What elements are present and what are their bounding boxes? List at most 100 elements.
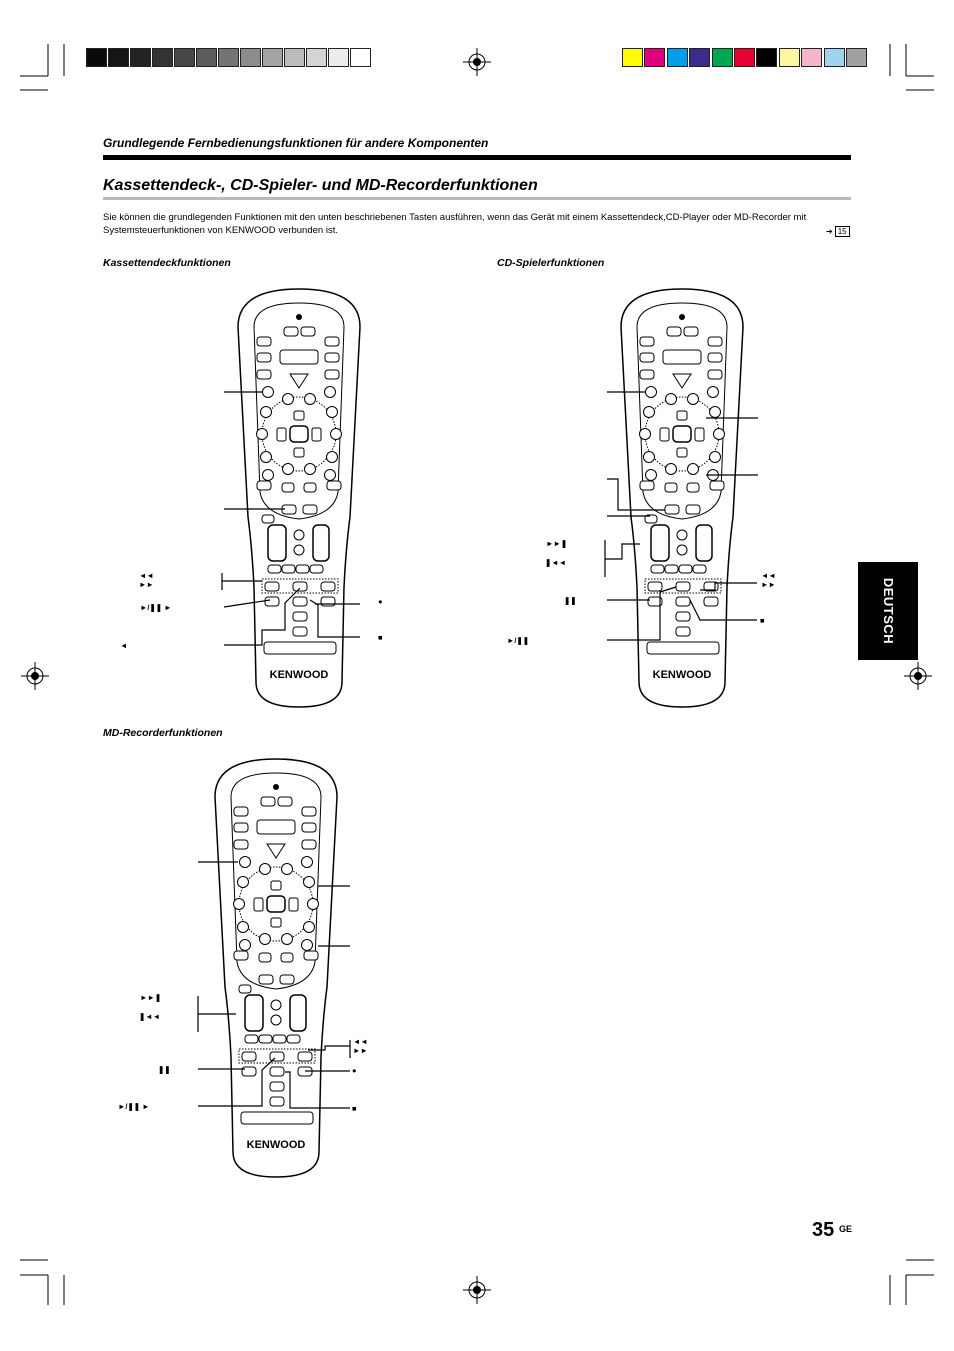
- remote-button: [686, 482, 700, 493]
- left-arrow-button: [276, 427, 287, 442]
- remote-button: [639, 352, 655, 363]
- bottom-bar: [263, 641, 337, 655]
- remote-button: [644, 514, 658, 524]
- language-tab-label: DEUTSCH: [881, 577, 896, 645]
- md-next-label: ►►❚: [140, 993, 162, 1002]
- cd-heading: CD-Spielerfunktionen: [497, 257, 605, 269]
- remote-button: [258, 974, 274, 985]
- remote-round-button: [237, 876, 249, 888]
- remote-display-button: [256, 819, 296, 835]
- remote-round-button: [709, 406, 721, 418]
- remote-top-panel: [230, 772, 322, 990]
- left-arrow-button: [659, 427, 670, 442]
- remote-round-button: [293, 529, 305, 541]
- remote-top-panel: [636, 302, 728, 520]
- remote-button: [233, 950, 249, 961]
- enter-button: [672, 425, 692, 443]
- remote-round-button: [676, 529, 688, 541]
- remote-display-button: [279, 349, 319, 365]
- transport-button: [292, 581, 308, 592]
- remote-button: [272, 1034, 287, 1044]
- remote-round-button: [676, 544, 688, 556]
- gray-swatch: [328, 48, 349, 67]
- page-reference-number: 15: [834, 226, 850, 237]
- remote-round-button: [707, 469, 719, 481]
- remote-round-button: [293, 544, 305, 556]
- gray-swatch: [108, 48, 129, 67]
- remote-button: [678, 564, 693, 574]
- cassette-rec-label: ●: [378, 597, 383, 606]
- remote-round-button: [239, 856, 251, 868]
- ir-led: [679, 314, 685, 320]
- remote-button: [303, 950, 319, 961]
- volume-rocker: [267, 524, 287, 562]
- transport-button: [269, 1081, 285, 1092]
- gray-swatch: [262, 48, 283, 67]
- transport-button: [675, 596, 691, 607]
- remote-round-button: [281, 863, 293, 875]
- remote-control: KENWOOD: [620, 288, 744, 708]
- transport-button: [292, 626, 308, 637]
- color-swatch: [644, 48, 666, 67]
- remote-round-button: [687, 393, 699, 405]
- remote-button: [258, 1034, 273, 1044]
- color-swatch: [622, 48, 643, 67]
- down-arrow-button: [676, 447, 688, 458]
- remote-round-button: [326, 451, 338, 463]
- color-swatch: [689, 48, 711, 67]
- remote-button: [707, 369, 723, 380]
- remote-button: [244, 1034, 259, 1044]
- remote-round-button: [281, 933, 293, 945]
- remote-button: [664, 504, 680, 515]
- transport-button: [269, 1096, 285, 1107]
- transport-button: [292, 596, 308, 607]
- page-number-suffix: GE: [839, 1224, 853, 1234]
- up-arrow-button: [293, 410, 305, 421]
- remote-button: [260, 796, 276, 807]
- remote-round-button: [639, 428, 651, 440]
- remote-button: [324, 352, 340, 363]
- cassette-heading: Kassettendeckfunktionen: [103, 257, 231, 269]
- remote-button: [683, 326, 699, 337]
- remote-button: [326, 480, 342, 491]
- remote-button: [303, 482, 317, 493]
- registration-mark-bottom: [463, 1276, 491, 1304]
- brand-logo: KENWOOD: [270, 669, 329, 681]
- md-rew-ff-label: ◄◄ ►►: [353, 1037, 368, 1055]
- transport-button: [675, 581, 691, 592]
- bottom-bar: [240, 1111, 314, 1125]
- color-swatch: [801, 48, 823, 67]
- remote-round-button: [262, 386, 274, 398]
- remote-button: [666, 326, 682, 337]
- remote-button: [324, 336, 340, 347]
- remote-button: [709, 480, 725, 491]
- remote-button: [295, 564, 310, 574]
- color-swatch: [666, 48, 688, 67]
- remote-button: [258, 952, 272, 963]
- remote-button: [256, 480, 272, 491]
- volume-rocker: [244, 994, 264, 1032]
- registration-mark-left: [21, 662, 49, 690]
- remote-button: [286, 1034, 301, 1044]
- language-tab: DEUTSCH: [858, 562, 918, 660]
- gray-swatch: [174, 48, 195, 67]
- remote-button: [309, 564, 324, 574]
- section-title: Grundlegende Fernbedienungsfunktionen fü…: [103, 136, 489, 150]
- gray-swatch: [350, 48, 371, 67]
- up-arrow-button: [676, 410, 688, 421]
- remote-round-button: [259, 933, 271, 945]
- remote-control: KENWOOD: [214, 758, 338, 1178]
- brand-logo: KENWOOD: [653, 669, 712, 681]
- brand-logo: KENWOOD: [247, 1139, 306, 1151]
- remote-round-button: [260, 406, 272, 418]
- transport-button: [675, 626, 691, 637]
- registration-mark-top: [463, 48, 491, 76]
- remote-round-button: [643, 406, 655, 418]
- transport-button: [264, 596, 280, 607]
- remote-button: [233, 806, 249, 817]
- remote-button: [238, 984, 252, 994]
- remote-button: [300, 326, 316, 337]
- remote-round-button: [643, 451, 655, 463]
- remote-button: [302, 504, 318, 515]
